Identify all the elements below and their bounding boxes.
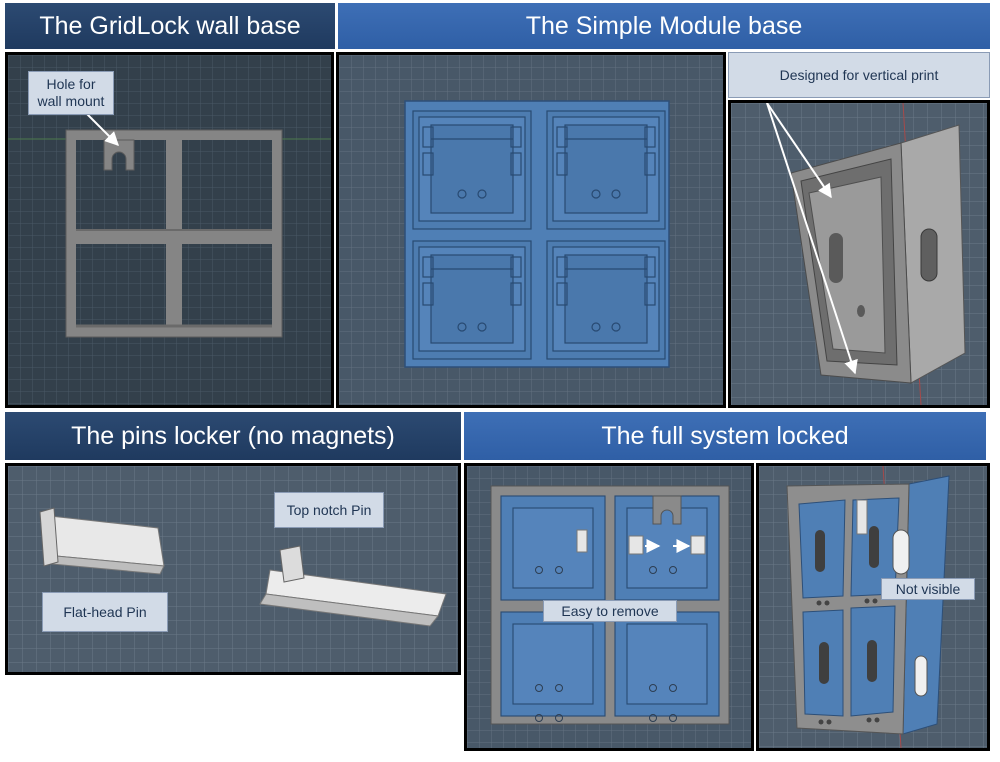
not-visible-label: Not visible: [895, 580, 961, 597]
pins-locker-render: [8, 466, 458, 672]
flat-head-callout: Flat-head Pin: [42, 592, 168, 632]
full-system-side-render: [759, 466, 987, 748]
gridlock-header: The GridLock wall base: [5, 3, 335, 49]
not-visible-callout: Not visible: [881, 578, 975, 600]
hole-callout: Hole for wall mount: [28, 71, 114, 115]
top-notch-label: Top notch Pin: [286, 501, 372, 518]
pins-locker-view: Top notch Pin Flat-head Pin: [5, 463, 461, 675]
simple-module-title: The Simple Module base: [525, 11, 803, 40]
top-notch-pin: [259, 545, 447, 627]
full-system-side-view: Not visible: [756, 463, 990, 751]
easy-remove-label: Easy to remove: [561, 602, 659, 619]
vertical-print-label: Designed for vertical print: [779, 66, 939, 83]
simple-module-view: [336, 52, 726, 408]
pins-locker-header: The pins locker (no magnets): [5, 412, 461, 460]
gridlock-view: Hole for wall mount: [5, 52, 334, 408]
hole-callout-line2: wall mount: [37, 93, 105, 109]
flat-head-label: Flat-head Pin: [63, 603, 147, 620]
easy-remove-callout: Easy to remove: [543, 600, 677, 622]
flat-head-pin: [39, 507, 165, 575]
simple-module-header: The Simple Module base: [338, 3, 990, 49]
full-system-header: The full system locked: [464, 412, 986, 460]
full-system-front-render: [467, 466, 751, 748]
top-notch-callout: Top notch Pin: [274, 492, 384, 528]
pins-locker-title: The pins locker (no magnets): [71, 421, 395, 450]
simple-module-render: [339, 55, 723, 405]
vertical-print-callout: Designed for vertical print: [728, 52, 990, 98]
gridlock-render: [8, 55, 331, 405]
full-system-front-view: Easy to remove: [464, 463, 754, 751]
gridlock-title: The GridLock wall base: [39, 11, 301, 40]
hole-callout-line1: Hole for: [46, 76, 96, 93]
vertical-print-view: [728, 100, 990, 408]
full-system-title: The full system locked: [601, 421, 849, 450]
vertical-print-render: [731, 103, 987, 405]
